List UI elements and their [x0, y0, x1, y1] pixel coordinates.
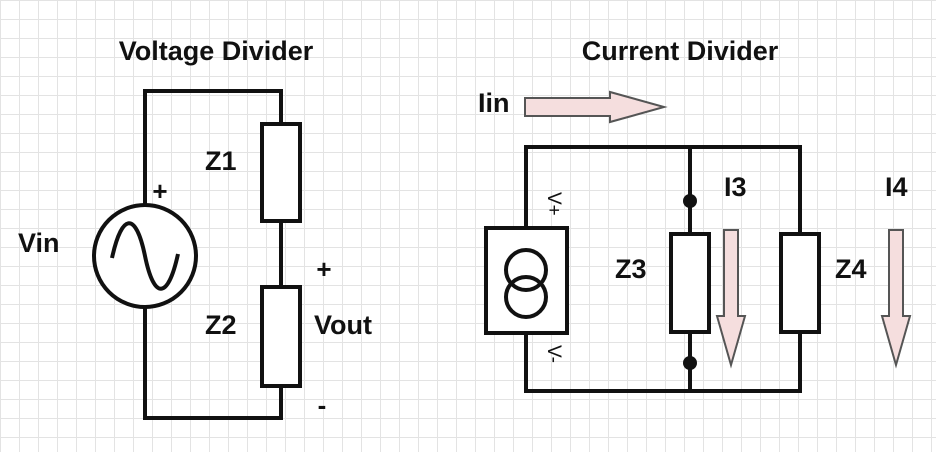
- current-divider: Current Divider Iin V+ V- Z3 I3 Z4: [478, 36, 912, 393]
- junction-dot-bottom: [683, 356, 697, 370]
- cd-top-wire: [524, 145, 802, 236]
- voltage-divider-title: Voltage Divider: [119, 36, 314, 66]
- sine-wave-icon: [110, 221, 180, 291]
- impedance-z1: [260, 122, 302, 223]
- z4-label: Z4: [835, 254, 867, 284]
- impedance-z2: [260, 285, 302, 388]
- vd-bottom-wire: [143, 304, 283, 420]
- i4-arrow-icon: [880, 229, 912, 369]
- v-plus-label: V+: [543, 192, 564, 216]
- current-divider-wires: [524, 145, 802, 393]
- vout-plus-sign: +: [316, 254, 331, 284]
- voltage-divider: Voltage Divider + Vin Z1 Z2 + Vout -: [18, 36, 372, 420]
- vin-label: Vin: [18, 228, 60, 258]
- i4-label: I4: [885, 172, 908, 202]
- impedance-z3: [669, 232, 711, 334]
- current-divider-title: Current Divider: [582, 36, 779, 66]
- source-polarity-plus: +: [152, 176, 167, 206]
- impedance-z4: [779, 232, 821, 334]
- current-source-lower-circle: [504, 275, 548, 319]
- voltage-divider-wires: [143, 89, 283, 420]
- ac-voltage-source: [92, 203, 198, 309]
- current-source-upper-circle: [504, 248, 548, 292]
- cd-bottom-wire: [524, 330, 802, 393]
- i3-arrow-icon: [715, 229, 747, 369]
- vd-top-wire: [143, 89, 283, 208]
- z1-label: Z1: [205, 146, 237, 176]
- iin-label: Iin: [478, 88, 510, 118]
- i3-label: I3: [724, 172, 747, 202]
- current-source: [484, 226, 569, 335]
- z2-label: Z2: [205, 310, 237, 340]
- v-minus-label: V-: [543, 345, 564, 363]
- vout-minus-sign: -: [318, 390, 327, 420]
- junction-dot-top: [683, 194, 697, 208]
- z3-label: Z3: [615, 254, 647, 284]
- vout-label: Vout: [314, 310, 372, 340]
- iin-arrow-icon: [524, 90, 668, 124]
